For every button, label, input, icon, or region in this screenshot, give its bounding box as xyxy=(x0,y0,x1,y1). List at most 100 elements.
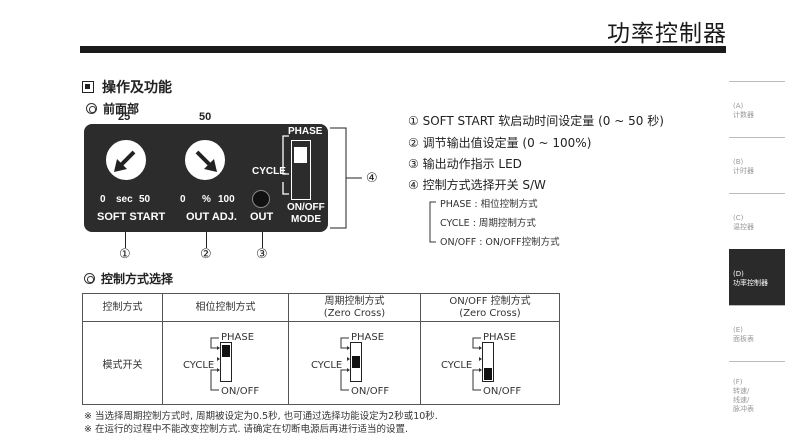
sidebar-tab-f-name2: 线速/ xyxy=(733,396,750,404)
swd-onoff-frame xyxy=(482,342,494,382)
table-header-cycle-line2: (Zero Cross) xyxy=(323,307,386,319)
swd-cycle-thumb xyxy=(352,356,360,368)
swd-cycle-label: CYCLE xyxy=(311,360,343,371)
sidebar-tab-f-code: (F) xyxy=(733,378,743,386)
swd-phase-thumb xyxy=(222,345,230,357)
swd-phase-frame xyxy=(220,342,232,382)
sidebar-tab-d[interactable]: (D) 功率控制器 xyxy=(729,249,785,305)
table-header-onoff-line2: (Zero Cross) xyxy=(459,307,521,319)
swd-phase-label: PHASE xyxy=(483,332,517,343)
section-title: 操作及功能 xyxy=(82,77,172,97)
square-bullet-icon xyxy=(82,81,94,93)
circle-bullet-icon xyxy=(84,273,95,284)
swd-onoff-label: ON/OFF xyxy=(483,386,522,397)
desc-sub-bracket xyxy=(429,201,436,243)
front-subtitle-text: 前面部 xyxy=(103,102,140,116)
callout-line-2 xyxy=(206,232,207,248)
out-adj-knob[interactable] xyxy=(180,135,230,185)
callout-4-bracket xyxy=(330,127,362,229)
table-row-label: 模式开关 xyxy=(82,321,163,405)
table-header-onoff-line1: ON/OFF 控制方式 xyxy=(449,295,531,307)
switch-mode-label: MODE xyxy=(291,214,321,225)
table-header-onoff: ON/OFF 控制方式 (Zero Cross) xyxy=(420,293,560,322)
sidebar-tab-c[interactable]: (C) 温控器 xyxy=(729,193,785,249)
header-rule xyxy=(80,46,726,53)
swd-cycle-label: CYCLE xyxy=(441,360,473,371)
switch-onoff-label: ON/OFF xyxy=(287,202,325,213)
desc-2: ② 调节输出值设定量 (0 ~ 100%) xyxy=(408,136,592,150)
swd-cycle-label: CYCLE xyxy=(183,360,215,371)
mode-switch-thumb[interactable] xyxy=(294,147,307,163)
callout-2: ② xyxy=(200,247,212,262)
desc-3: ③ 输出动作指示 LED xyxy=(408,157,522,171)
callout-3: ③ xyxy=(256,247,268,262)
sidebar-tab-f-name3: 脉冲表 xyxy=(733,405,754,413)
switch-bracket-icon xyxy=(282,135,289,195)
mode-switch[interactable] xyxy=(291,140,311,200)
table-header-method: 控制方式 xyxy=(82,293,163,322)
table-header-phase: 相位控制方式 xyxy=(162,293,289,322)
callout-line-3 xyxy=(262,232,263,248)
callout-line-1 xyxy=(125,232,126,248)
sidebar-tab-e[interactable]: (E) 面板表 xyxy=(729,305,785,361)
section-title-text: 操作及功能 xyxy=(102,80,172,96)
knob2-arrow-icon xyxy=(195,150,217,172)
knob2-top-scale: 50 xyxy=(199,111,212,123)
sidebar-tab-d-code: (D) xyxy=(733,270,744,278)
sidebar-tab-a-name: 计数器 xyxy=(733,111,754,119)
knob2-unit: % xyxy=(202,194,211,205)
swd-bracket-icon xyxy=(472,337,482,391)
note-2: ※ 在运行的过程中不能改变控制方式. 请确定在切断电源后再进行适当的设置. xyxy=(84,424,409,434)
led-label: OUT xyxy=(250,211,274,223)
sidebar-tab-a-code: (A) xyxy=(733,102,744,110)
swd-cycle-frame xyxy=(350,342,362,382)
table-header-cycle-line1: 周期控制方式 xyxy=(324,295,385,307)
knob1-unit: sec xyxy=(116,194,133,205)
sidebar-tab-f-name: 转速/ xyxy=(733,387,750,395)
swd-onoff-thumb xyxy=(484,368,492,380)
page-title: 功率控制器 xyxy=(607,21,727,47)
sidebar-tab-e-name: 面板表 xyxy=(733,335,754,343)
sidebar-tab-c-name: 温控器 xyxy=(733,223,754,231)
note-1: ※ 当选择周期控制方式时, 周期被设定为0.5秒, 也可通过选择功能设定为2秒或… xyxy=(84,411,438,422)
swd-onoff-label: ON/OFF xyxy=(221,386,260,397)
knob2-min: 0 xyxy=(180,194,186,205)
switch-cycle-label: CYCLE xyxy=(252,166,286,177)
sidebar-tab-e-code: (E) xyxy=(733,326,743,334)
mode-select-subtitle-text: 控制方式选择 xyxy=(101,272,174,286)
swd-bracket-icon xyxy=(210,337,220,391)
swd-onoff-label: ON/OFF xyxy=(351,386,390,397)
knob2-max: 100 xyxy=(218,194,235,205)
knob1-min: 0 xyxy=(100,194,106,205)
desc-sub-cycle: CYCLE : 周期控制方式 xyxy=(440,218,536,229)
knob1-top-scale: 25 xyxy=(118,111,131,123)
phase-switch-cell: PHASE CYCLE ON/OFF xyxy=(162,321,289,405)
callout-1: ① xyxy=(119,247,131,262)
front-subtitle: 前面部 xyxy=(86,100,139,117)
knob1-arrow-icon xyxy=(114,150,136,172)
desc-sub-phase: PHASE : 相位控制方式 xyxy=(440,199,538,210)
sidebar-tab-b-code: (B) xyxy=(733,158,744,166)
knob1-max: 50 xyxy=(139,194,151,205)
swd-bracket-icon xyxy=(340,337,350,391)
desc-1: ① SOFT START 软启动时间设定量 (0 ~ 50 秒) xyxy=(408,114,664,128)
sidebar-tab-b-name: 计时器 xyxy=(733,167,754,175)
sidebar-tab-d-name: 功率控制器 xyxy=(733,279,768,287)
swd-phase-label: PHASE xyxy=(221,332,255,343)
mode-select-subtitle: 控制方式选择 xyxy=(84,270,173,287)
out-adj-label: OUT ADJ. xyxy=(186,211,237,223)
swd-phase-label: PHASE xyxy=(351,332,385,343)
switch-phase-label: PHASE xyxy=(288,126,323,137)
sidebar-tab-b[interactable]: (B) 计时器 xyxy=(729,137,785,193)
desc-4: ④ 控制方式选择开关 S/W xyxy=(408,178,546,192)
table-header-cycle: 周期控制方式 (Zero Cross) xyxy=(288,293,421,322)
onoff-switch-cell: PHASE CYCLE ON/OFF xyxy=(420,321,560,405)
circle-bullet-icon xyxy=(86,103,97,114)
sidebar-tab-c-code: (C) xyxy=(733,214,744,222)
mode-table: 控制方式 相位控制方式 周期控制方式 (Zero Cross) ON/OFF 控… xyxy=(82,293,560,405)
sidebar-tab-f[interactable]: (F) 转速/ 线速/ 脉冲表 xyxy=(729,361,785,417)
out-led xyxy=(252,190,270,208)
soft-start-knob[interactable] xyxy=(101,135,151,185)
sidebar-tab-a[interactable]: (A) 计数器 xyxy=(729,81,785,137)
desc-sub-onoff: ON/OFF : ON/OFF控制方式 xyxy=(440,237,560,248)
